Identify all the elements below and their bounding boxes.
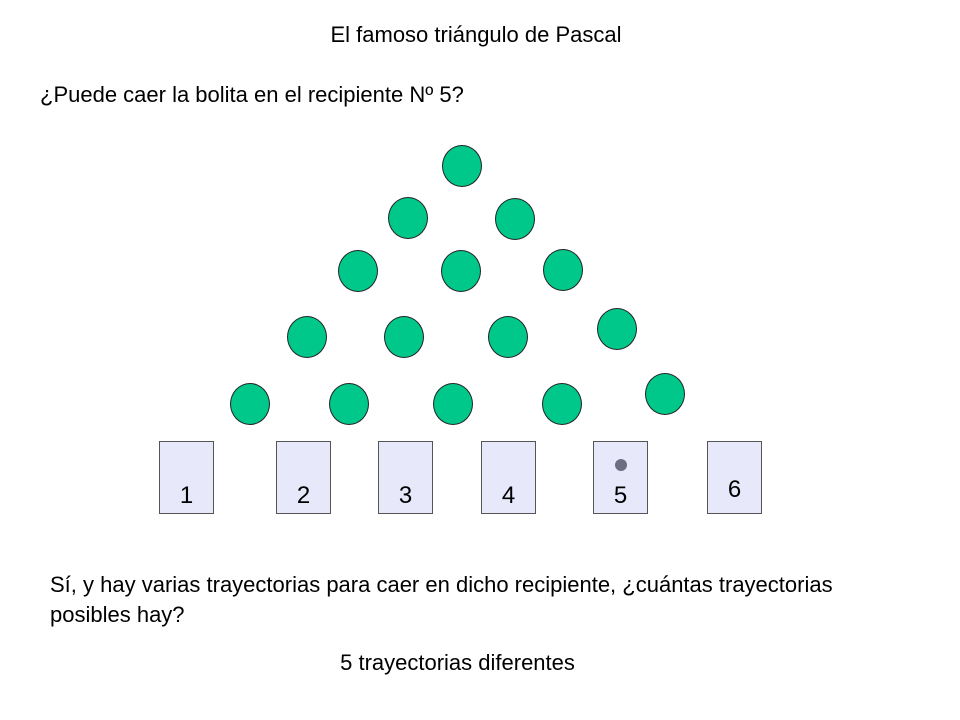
peg-10: [597, 308, 637, 350]
peg-1: [442, 145, 482, 187]
bin-3: 3: [378, 441, 433, 514]
page-title: El famoso triángulo de Pascal: [330, 22, 622, 47]
peg-4: [338, 250, 378, 292]
peg-9: [488, 316, 528, 358]
bin-2: 2: [276, 441, 331, 514]
peg-2: [388, 197, 428, 239]
peg-7: [287, 316, 327, 358]
bin-label: 4: [501, 482, 516, 509]
peg-13: [433, 383, 473, 425]
result-text: 5 trayectorias diferentes: [340, 650, 575, 675]
bin-label: 3: [398, 482, 413, 509]
bin-label: 5: [613, 482, 628, 509]
bin-6: 6: [707, 441, 762, 514]
peg-12: [329, 383, 369, 425]
peg-8: [384, 316, 424, 358]
bin-4: 4: [481, 441, 536, 514]
bin-5: 5: [593, 441, 648, 514]
bin-label: 1: [179, 482, 194, 509]
peg-11: [230, 383, 270, 425]
peg-3: [495, 198, 535, 240]
peg-15: [645, 373, 685, 415]
bin-label: 2: [296, 482, 311, 509]
bin-1: 1: [159, 441, 214, 514]
bin-label: 6: [727, 476, 742, 503]
peg-14: [542, 383, 582, 425]
peg-6: [543, 249, 583, 291]
answer-text: Sí, y hay varias trayectorias para caer …: [50, 572, 833, 627]
ball: [615, 459, 627, 471]
question-text: ¿Puede caer la bolita en el recipiente N…: [40, 82, 464, 107]
peg-5: [441, 250, 481, 292]
